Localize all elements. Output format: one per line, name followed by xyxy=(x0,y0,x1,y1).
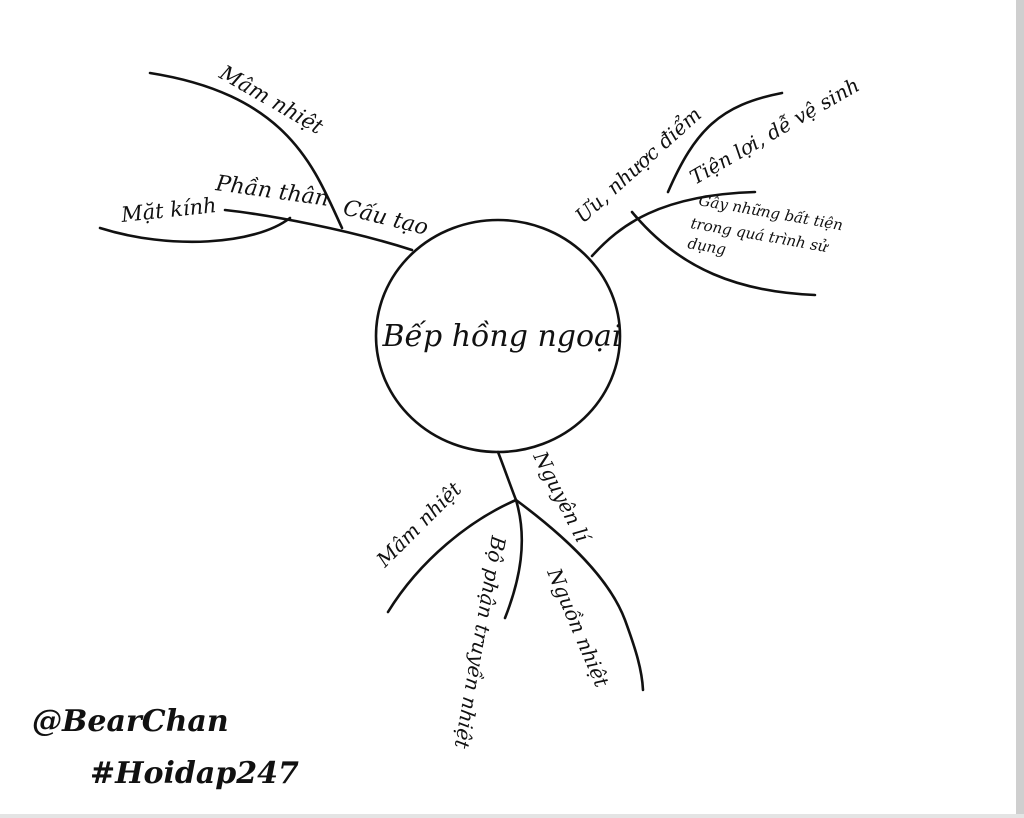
label-mam-nhiet-top: Mâm nhiệt xyxy=(215,60,328,139)
label-bo-phan-truyen-nhiet: Bộ phận truyền nhiệt xyxy=(450,533,511,751)
label-phan-than: Phần thân xyxy=(213,170,330,212)
branch-line-nguyen-li xyxy=(496,450,518,502)
label-mat-kinh: Mặt kính xyxy=(119,193,218,227)
label-uu-nhuoc-diem: Ưu, nhược điểm xyxy=(570,102,706,228)
branch-line-tien-loi xyxy=(666,91,784,194)
label-mam-nhiet-bottom: Mâm nhiệt xyxy=(371,476,467,572)
branch-line-bo-phan xyxy=(503,498,524,620)
branch-line-mam-nhiet-top xyxy=(148,71,344,230)
center-node-label: Bếp hồng ngoại xyxy=(381,319,621,354)
label-tien-loi: Tiện lợi, dễ vệ sinh xyxy=(686,73,864,190)
page-right-edge xyxy=(1016,0,1024,818)
watermark-tag: #Hoidap247 xyxy=(90,756,299,791)
label-nguyen-li: Nguyên lí xyxy=(528,446,596,548)
label-bat-tien-line-3: dụng xyxy=(686,234,727,258)
branch-line-bat-tien xyxy=(630,210,817,297)
page-bottom-edge xyxy=(0,814,1024,818)
branch-line-mat-kinh xyxy=(98,216,292,244)
watermark-author: @BearChan xyxy=(32,704,229,739)
branch-line-nguon-nhiet xyxy=(514,498,645,692)
branch-line-mam-nhiet-bottom xyxy=(386,498,518,614)
branch-line-cau-tao xyxy=(223,208,414,252)
branch-line-uu-nhuoc-diem xyxy=(590,190,757,258)
